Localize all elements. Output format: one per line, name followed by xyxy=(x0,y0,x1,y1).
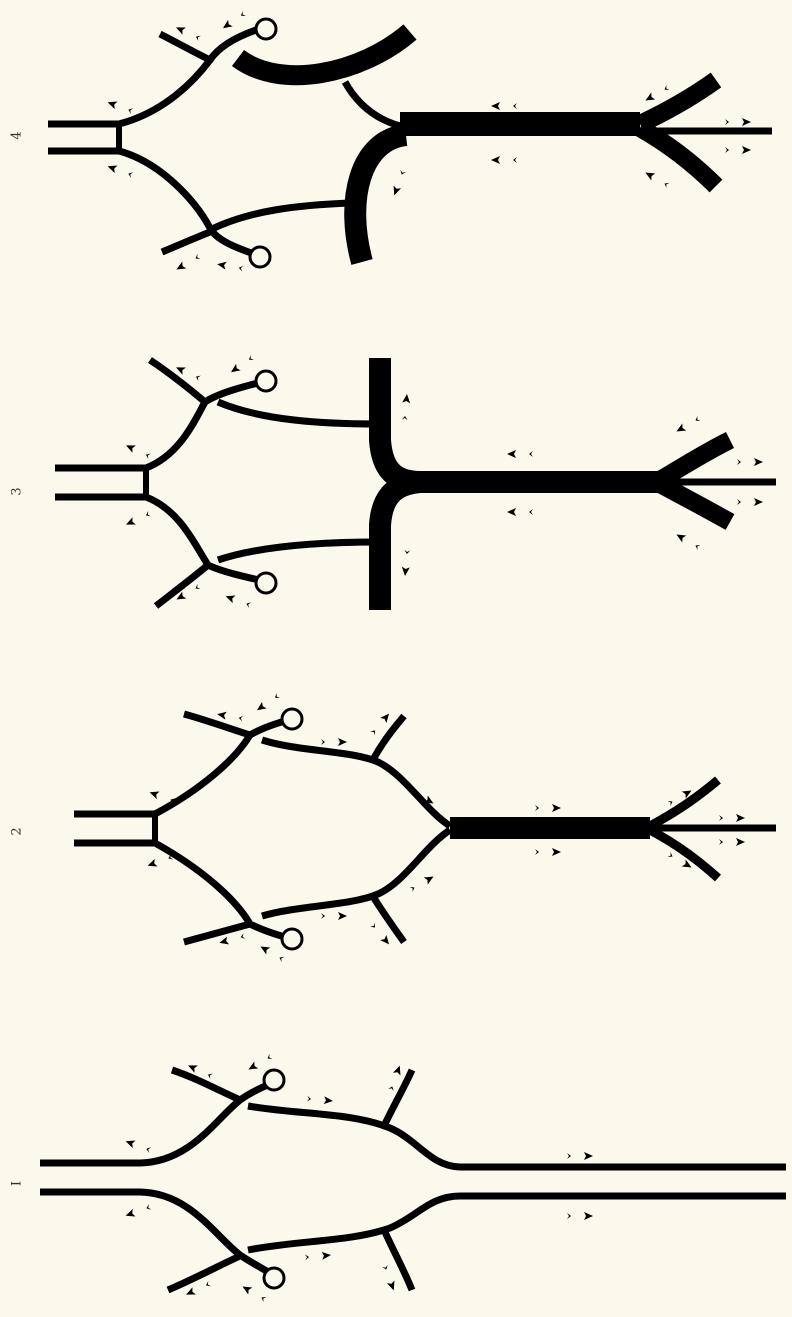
flow-arrow xyxy=(535,848,561,856)
vessel xyxy=(262,830,450,916)
vessel xyxy=(650,780,718,826)
vessel xyxy=(248,1106,786,1167)
flow-arrow xyxy=(507,450,533,458)
vessel xyxy=(385,1232,412,1290)
vessel xyxy=(155,843,296,940)
vessel-stump-end xyxy=(256,371,276,391)
flow-arrow xyxy=(321,912,347,920)
vessel xyxy=(184,924,250,942)
vessel-stump-end xyxy=(264,1268,284,1288)
stage-1-label: I xyxy=(10,1177,25,1191)
vessel xyxy=(218,402,378,424)
flow-arrow xyxy=(401,394,411,421)
stage-3-diagram xyxy=(55,354,776,610)
vessel xyxy=(146,380,270,468)
vessel xyxy=(172,1070,240,1100)
vessel xyxy=(168,1256,240,1290)
flow-arrow xyxy=(224,592,251,608)
flow-arrow xyxy=(240,1283,267,1303)
flow-arrow xyxy=(146,853,173,869)
flow-arrow xyxy=(719,838,745,846)
vessel xyxy=(156,565,208,606)
flow-arrow xyxy=(643,169,670,189)
stage-1-diagram xyxy=(40,1053,786,1303)
flow-arrow xyxy=(535,804,561,812)
vessel xyxy=(218,542,378,560)
flow-arrow xyxy=(305,1251,332,1261)
vessel xyxy=(374,716,404,758)
flow-arrow xyxy=(124,442,151,460)
stage-4-diagram xyxy=(48,10,772,273)
vessel xyxy=(40,1192,275,1276)
flow-arrow xyxy=(229,354,255,375)
vessel xyxy=(155,718,296,814)
vessel xyxy=(355,135,406,262)
flow-arrow xyxy=(719,814,745,822)
vessel-stump-end xyxy=(264,1070,284,1090)
vessel xyxy=(162,232,210,252)
flow-arrow xyxy=(409,873,436,893)
flow-arrow xyxy=(106,162,133,178)
vessel-stump-end xyxy=(282,929,302,949)
flow-arrow xyxy=(567,1212,593,1220)
vessel xyxy=(150,360,205,402)
flow-arrow xyxy=(216,710,243,722)
stage-4-label: 4 xyxy=(10,129,25,143)
flow-arrow xyxy=(507,508,533,516)
vessel xyxy=(210,203,350,230)
flow-arrow xyxy=(124,1203,151,1219)
flow-arrow xyxy=(174,253,201,273)
vessel-stump-end xyxy=(282,709,302,729)
vessel xyxy=(184,714,250,735)
vessel xyxy=(660,440,730,480)
vessel xyxy=(380,358,420,482)
flow-arrow xyxy=(221,10,247,31)
flow-arrow xyxy=(737,498,763,506)
vessel xyxy=(374,898,404,942)
flow-arrow xyxy=(725,146,751,154)
flow-arrow xyxy=(174,24,201,42)
flow-arrow xyxy=(307,1095,334,1105)
vessel xyxy=(385,1070,412,1124)
vessel xyxy=(660,484,730,522)
flow-arrow xyxy=(725,118,751,126)
vessel xyxy=(160,34,210,60)
stage-2-label: 2 xyxy=(10,825,25,839)
vessel xyxy=(40,1082,275,1163)
flow-arrow xyxy=(491,102,517,110)
flow-arrow xyxy=(216,260,243,272)
flow-arrow xyxy=(255,692,281,713)
vessel xyxy=(380,482,420,610)
stage-3-label: 3 xyxy=(10,485,25,499)
flow-arrow xyxy=(491,156,517,164)
vessel xyxy=(262,740,450,826)
vessel xyxy=(119,28,262,124)
flow-arrow xyxy=(674,531,701,551)
flow-arrow xyxy=(258,943,285,963)
vessel xyxy=(650,830,718,878)
vessel xyxy=(345,82,400,126)
flow-arrow xyxy=(321,738,347,746)
flow-arrow xyxy=(737,458,763,466)
flow-arrow xyxy=(381,1265,397,1292)
vessel-stump-end xyxy=(256,19,276,39)
flow-arrow xyxy=(674,415,701,435)
vessel xyxy=(248,1196,786,1250)
flow-arrow xyxy=(390,170,406,197)
flow-arrow xyxy=(106,98,133,114)
flow-arrow xyxy=(124,1137,151,1153)
flow-arrow xyxy=(401,550,411,577)
flow-arrow xyxy=(124,510,151,528)
vessel xyxy=(640,80,716,124)
flow-arrow xyxy=(567,1152,593,1160)
vessel-stump-end xyxy=(256,573,276,593)
vessel-stump-end xyxy=(250,247,270,267)
stage-2-diagram xyxy=(74,692,776,963)
